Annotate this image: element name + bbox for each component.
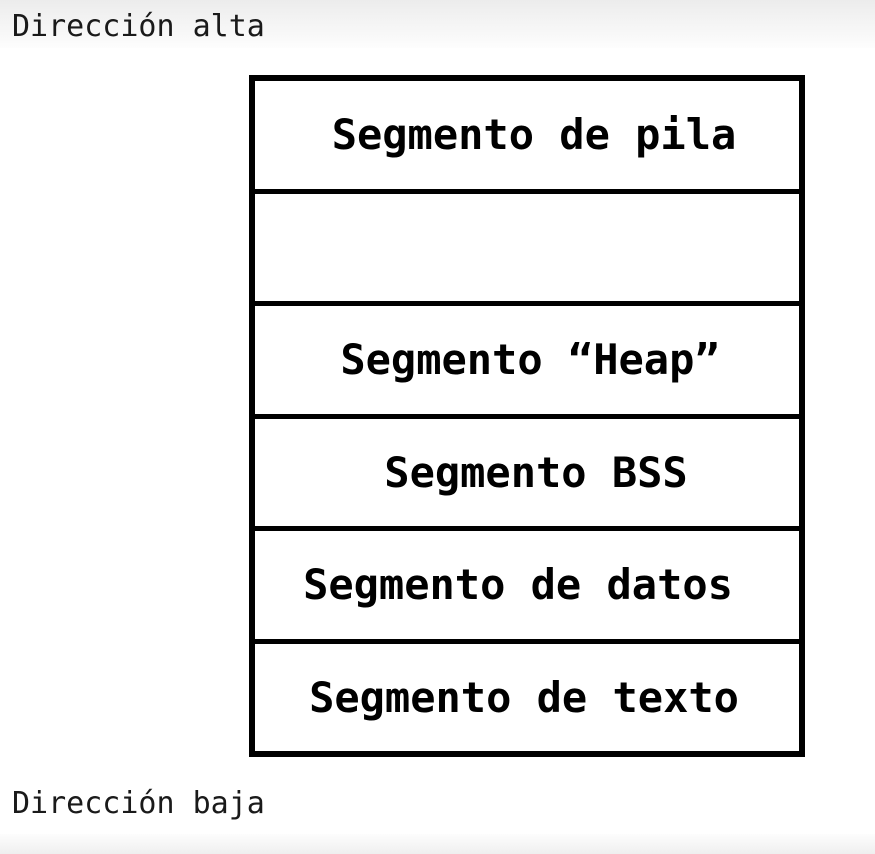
low-address-label: Dirección baja [12, 786, 265, 821]
free-space-segment [255, 194, 799, 306]
stack-segment-label: Segmento de pila [331, 110, 737, 160]
high-address-label: Dirección alta [12, 9, 265, 44]
text-segment: Segmento de texto [255, 644, 799, 752]
data-segment: Segmento de datos [255, 531, 799, 644]
text-segment-label: Segmento de texto [309, 672, 739, 722]
memory-layout-diagram: Segmento de pila Segmento “Heap” Segment… [249, 75, 805, 757]
bss-segment-label: Segmento BSS [384, 447, 688, 497]
bss-segment: Segmento BSS [255, 419, 799, 531]
bottom-background-band [0, 834, 875, 854]
top-background-band [0, 0, 875, 48]
stack-segment: Segmento de pila [255, 81, 799, 194]
data-segment-label: Segmento de datos [303, 560, 733, 610]
heap-segment: Segmento “Heap” [255, 306, 799, 419]
heap-segment-label: Segmento “Heap” [340, 335, 720, 385]
